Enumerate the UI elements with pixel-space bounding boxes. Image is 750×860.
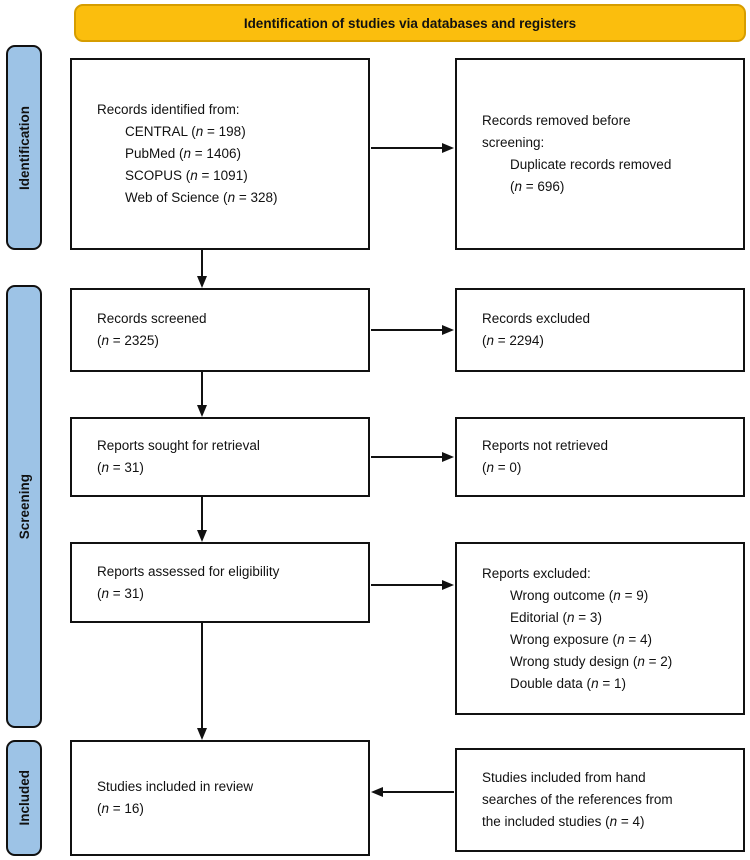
arrow-identified-to-screened (196, 250, 208, 288)
box-line: Reports excluded: (482, 565, 591, 581)
box-line: SCOPUS (n = 1091) (125, 168, 248, 183)
arrow-head-icon (442, 452, 454, 462)
stage-screening-label: Screening (16, 473, 32, 540)
arrow-shaft (201, 372, 203, 405)
box-records-screened: Records screened (n = 2325) (70, 288, 370, 372)
arrow-shaft (371, 456, 442, 458)
arrow-head-icon (442, 580, 454, 590)
arrow-shaft (371, 584, 442, 586)
box-line: searches of the references from (482, 792, 673, 807)
box-line: Records screened (97, 311, 207, 326)
box-line: the included studies (n = 4) (482, 814, 645, 829)
box-line: CENTRAL (n = 198) (125, 124, 246, 139)
arrow-head-icon (197, 276, 207, 288)
box-line: Records excluded (482, 311, 591, 326)
box-line: PubMed (n = 1406) (125, 146, 241, 161)
box-studies-included: Studies included in review (n = 16) (70, 740, 370, 856)
arrow-assessed-to-excluded (371, 579, 454, 591)
box-line: Records removed before (482, 113, 631, 128)
arrow-shaft (383, 791, 454, 793)
box-reports-assessed: Reports assessed for eligibility (n = 31… (70, 542, 370, 623)
box-line: (n = 31) (97, 585, 144, 601)
box-line: Studies included in review (97, 779, 254, 794)
box-line: (n = 2325) (97, 333, 159, 348)
box-line: Wrong exposure (n = 4) (510, 631, 652, 647)
box-reports-not-retrieved: Reports not retrieved (n = 0) (455, 417, 745, 497)
box-records-removed: Records removed before screening: Duplic… (455, 58, 745, 250)
arrow-sought-to-not-retrieved (371, 451, 454, 463)
arrow-shaft (371, 147, 442, 149)
arrow-shaft (201, 623, 203, 728)
box-line: Duplicate records removed (510, 157, 672, 172)
box-line: (n = 696) (510, 179, 565, 194)
box-hand-searches: Studies included from hand searches of t… (455, 748, 745, 852)
box-line: (n = 0) (482, 460, 522, 475)
stage-identification: Identification (6, 45, 42, 250)
box-records-excluded: Records excluded (n = 2294) (455, 288, 745, 372)
box-line: Web of Science (n = 328) (125, 190, 278, 205)
arrow-head-icon (442, 143, 454, 153)
box-line: Records identified from: (97, 102, 240, 117)
box-line: Double data (n = 1) (510, 675, 626, 691)
box-records-identified: Records identified from: CENTRAL (n = 19… (70, 58, 370, 250)
box-line: screening: (482, 135, 545, 150)
arrow-head-icon (197, 728, 207, 740)
box-line: Reports assessed for eligibility (97, 563, 280, 579)
box-line: Studies included from hand (482, 770, 646, 785)
box-line: (n = 2294) (482, 333, 544, 348)
box-line: (n = 16) (97, 801, 144, 816)
stage-identification-label: Identification (16, 105, 32, 190)
arrow-identified-to-removed (371, 142, 454, 154)
arrow-head-icon (197, 405, 207, 417)
stage-included-label: Included (16, 770, 32, 826)
arrow-shaft (371, 329, 442, 331)
box-line: Wrong outcome (n = 9) (510, 587, 649, 603)
box-line: (n = 31) (97, 460, 144, 475)
box-line: Reports sought for retrieval (97, 438, 260, 453)
box-line: Wrong study design (n = 2) (510, 653, 673, 669)
arrow-head-icon (197, 530, 207, 542)
arrow-screened-to-excluded (371, 324, 454, 336)
box-reports-excluded: Reports excluded: Wrong outcome (n = 9) … (455, 542, 745, 715)
stage-included: Included (6, 740, 42, 856)
arrow-shaft (201, 250, 203, 276)
box-reports-sought: Reports sought for retrieval (n = 31) (70, 417, 370, 497)
arrow-sought-to-assessed (196, 497, 208, 542)
arrow-hand-searches-to-included (371, 786, 454, 798)
arrow-shaft (201, 497, 203, 530)
banner-title: Identification of studies via databases … (74, 4, 746, 42)
arrow-screened-to-sought (196, 372, 208, 417)
arrow-head-icon (442, 325, 454, 335)
box-line: Editorial (n = 3) (510, 609, 602, 625)
stage-screening: Screening (6, 285, 42, 728)
arrow-assessed-to-included (196, 623, 208, 740)
arrow-head-icon (371, 787, 383, 797)
box-line: Reports not retrieved (482, 438, 609, 453)
